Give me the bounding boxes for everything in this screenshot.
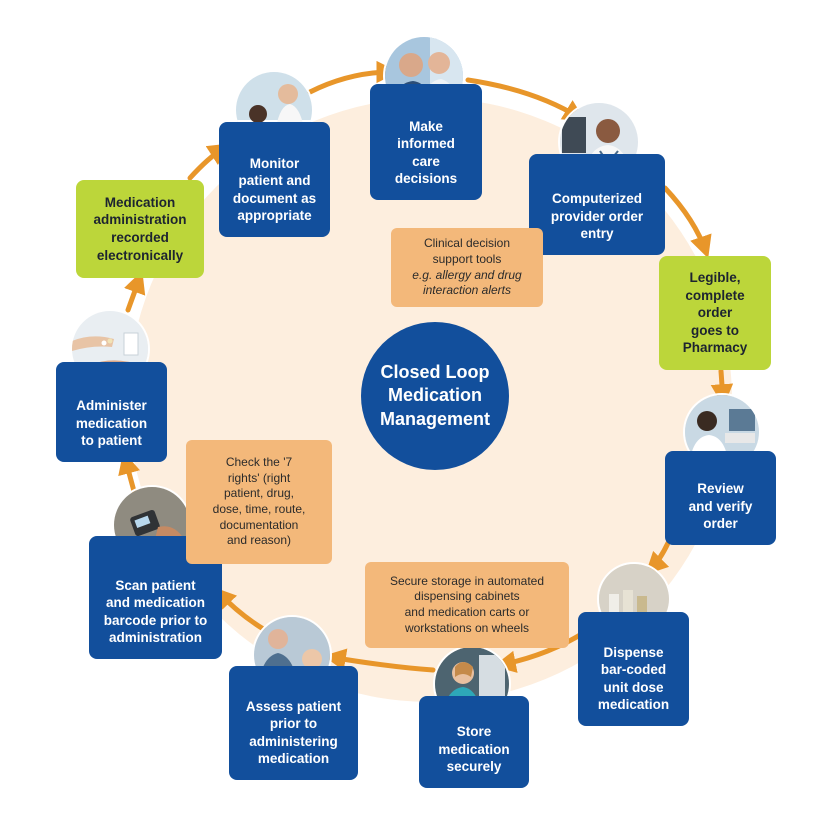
center-title: Closed Loop Medication Management (361, 322, 509, 470)
arrow-cpoe-to-legible (662, 185, 712, 259)
clinical-decision-support-label: Clinical decision support tools (423, 236, 511, 266)
step-review-and-verify-order: Review and verify order (665, 451, 776, 545)
step-monitor-patient: Monitor patient and document as appropri… (219, 122, 330, 237)
step-make-informed-care-decisions: Make informed care decisions (370, 84, 482, 200)
seven-rights-note: Check the '7 rights' (right patient, dru… (186, 440, 332, 564)
step-computerized-provider-order-entry: Computerized provider order entry (529, 154, 665, 255)
clinical-decision-support-example: e.g. allergy and drug interaction alerts (412, 267, 522, 298)
step-store-medication-securely: Store medication securely (419, 696, 529, 788)
step-assess-patient: Assess patient prior to administering me… (229, 666, 358, 780)
medication-recorded-box: Medication administration recorded elect… (76, 180, 204, 278)
legible-order-box: Legible, complete order goes to Pharmacy (659, 256, 771, 370)
clinical-decision-support-note: Clinical decision support tools e.g. all… (391, 228, 543, 307)
arrow-administer-to-recorded (124, 270, 146, 313)
arrow-store-to-assess (323, 648, 436, 673)
step-dispense-bar-coded-unit-dose: Dispense bar-coded unit dose medication (578, 612, 689, 726)
step-administer-medication: Administer medication to patient (56, 362, 167, 462)
secure-storage-note: Secure storage in automated dispensing c… (365, 562, 569, 648)
